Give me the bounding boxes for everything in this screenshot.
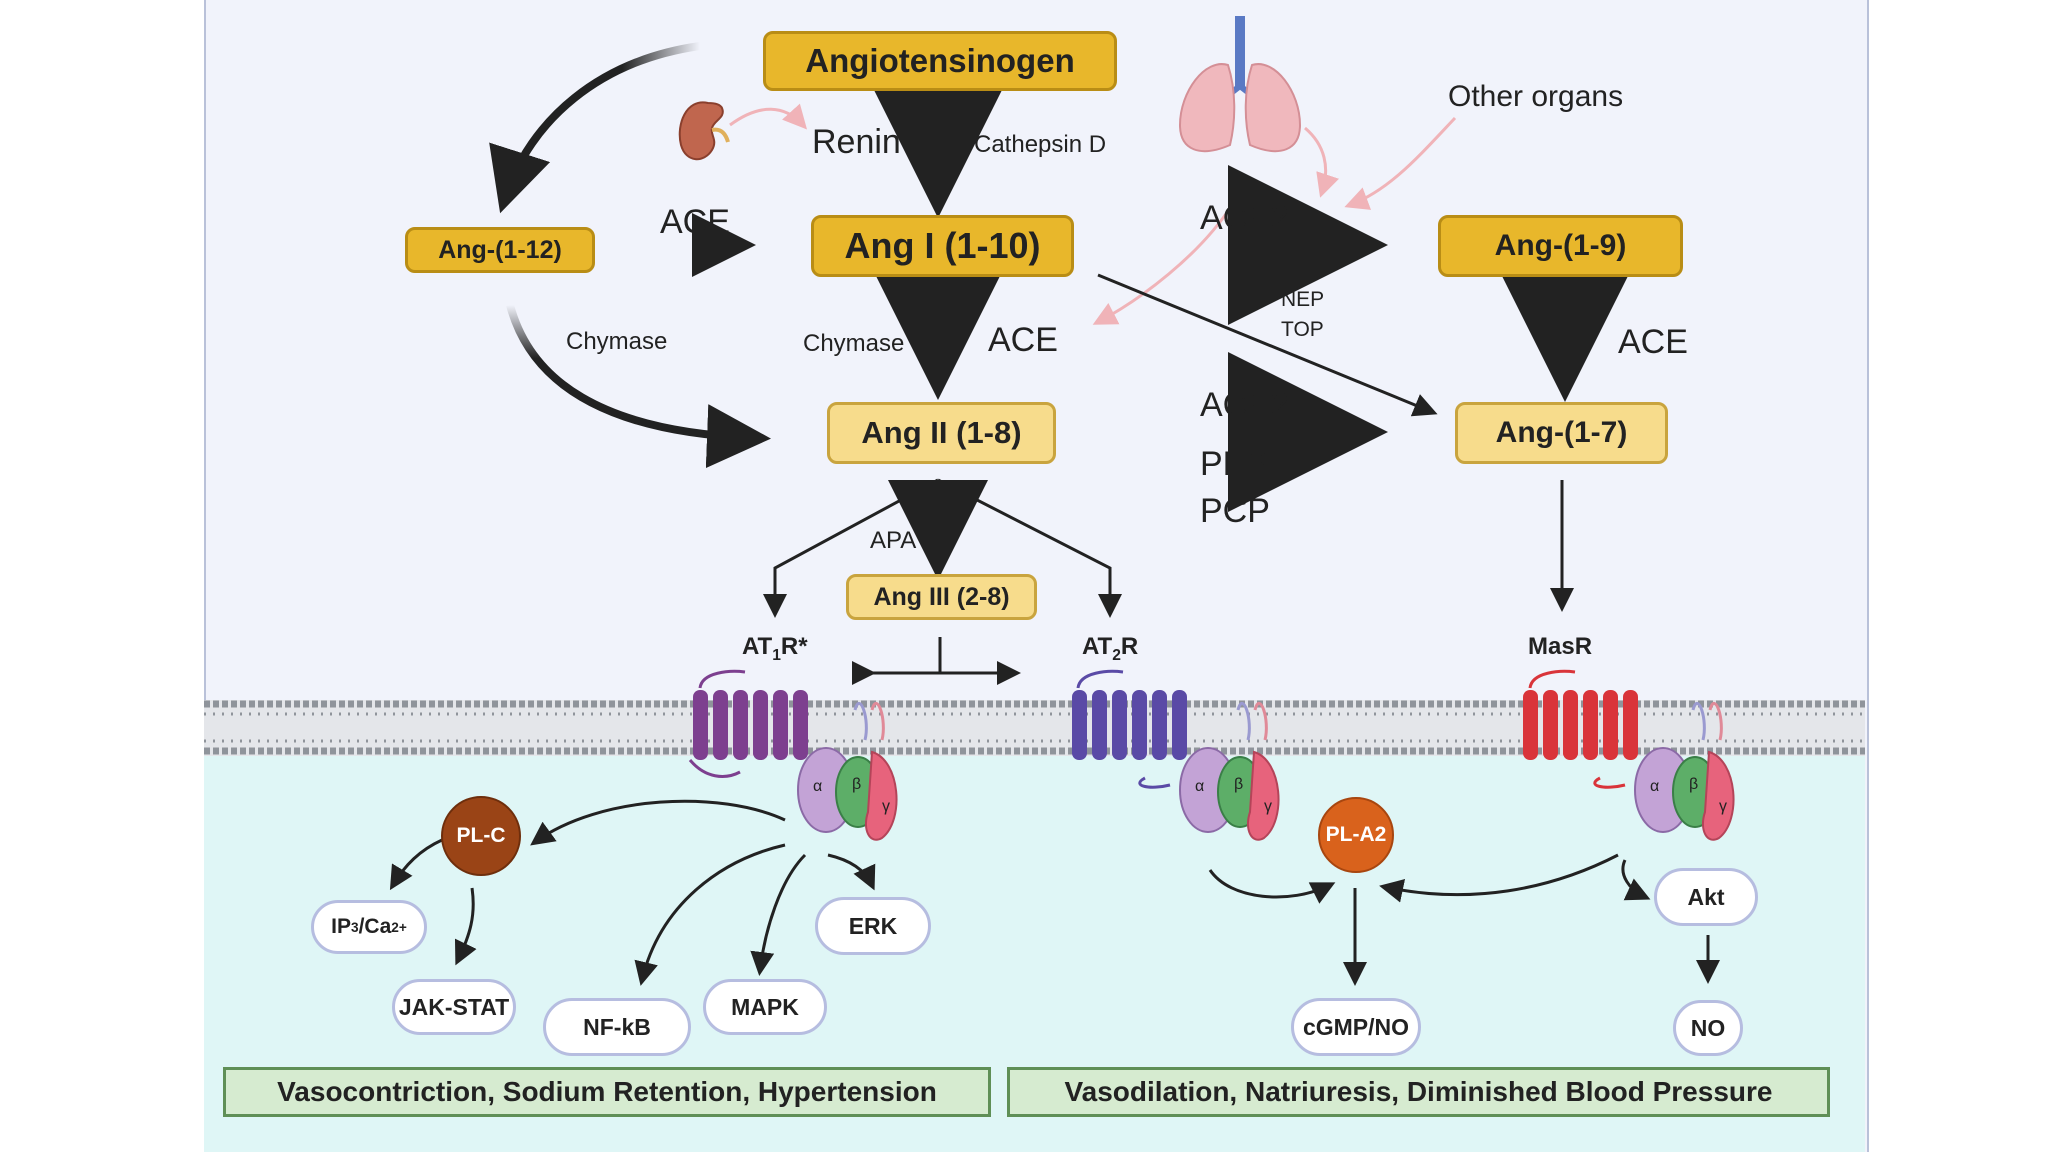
ang1-to-ang17-arrow: [1097, 273, 1438, 417]
masr-label: MasR: [1528, 633, 1593, 660]
ang-1-9-label: Ang-(1-9): [1494, 229, 1627, 262]
jak-stat-node: JAK-STAT: [392, 979, 516, 1035]
gprotein-to-mapk-arrow: [750, 853, 807, 976]
chymase-label-left: Chymase: [566, 328, 668, 355]
renin-label: Renin: [812, 123, 901, 161]
angiotensinogen-label: Angiotensinogen: [805, 42, 1075, 79]
at2r-gprotein-to-pla2-arrow: [1208, 869, 1336, 904]
outcome-left: Vasocontriction, Sodium Retention, Hyper…: [223, 1067, 991, 1117]
erk-node: ERK: [815, 897, 931, 955]
ace-label-mid: ACE: [988, 321, 1058, 359]
ang-1-9-box: Ang-(1-9): [1438, 215, 1683, 277]
angiotensinogen-box: Angiotensinogen: [763, 31, 1117, 91]
nfkb-node: NF-kB: [543, 998, 691, 1056]
ang-1-7-box: Ang-(1-7): [1455, 402, 1668, 464]
pcp-label: PCP: [1200, 492, 1270, 530]
masr-receptor: [1523, 669, 1638, 789]
ang2-to-at1r-arrow: [763, 478, 939, 618]
g1-beta-label: β: [852, 776, 862, 793]
g3-alpha-label: α: [1650, 778, 1660, 795]
ang-1-12-label: Ang-(1-12): [438, 235, 562, 264]
ang-i-box: Ang I (1-10): [811, 215, 1074, 277]
akt-label: Akt: [1687, 883, 1725, 910]
g2-gamma-label: γ: [1264, 798, 1272, 815]
jak-stat-label: JAK-STAT: [398, 993, 510, 1020]
ace2-label-bottom: ACE2: [1200, 386, 1289, 424]
g2-alpha-label: α: [1195, 778, 1205, 795]
at2r-label: AT2R: [1082, 633, 1139, 664]
kidney-icon: [678, 101, 730, 161]
mapk-label: MAPK: [731, 993, 799, 1020]
apa-label: APA: [870, 527, 917, 554]
chymase-ang112-to-ang2-arrow: [506, 303, 771, 469]
cgmp-no-label: cGMP/NO: [1302, 1013, 1410, 1040]
other-organs-arrow: [1344, 116, 1457, 210]
ang-iii-box: Ang III (2-8): [846, 574, 1037, 620]
cathepsin-d-label: Cathepsin D: [974, 131, 1107, 158]
plc-node: PL-C: [441, 796, 521, 876]
gprotein-to-plc-arrow: [530, 799, 786, 846]
other-organs-label: Other organs: [1448, 80, 1624, 113]
g-protein-1: [797, 701, 898, 841]
gprotein-to-erk-arrow: [827, 853, 876, 891]
plc-to-jakstat-arrow: [454, 887, 477, 966]
at2r-receptor: [1072, 669, 1187, 789]
ace-label-top: ACE: [660, 203, 730, 241]
pla2-node: PL-A2: [1318, 797, 1394, 873]
ang-i-label: Ang I (1-10): [844, 225, 1041, 266]
ang-ii-label: Ang II (1-8): [861, 415, 1022, 450]
outcome-right: Vasodilation, Natriuresis, Diminished Bl…: [1007, 1067, 1830, 1117]
masr-gprotein-to-pla2-arrow: [1379, 853, 1619, 903]
ace-label-right: ACE: [1618, 323, 1688, 361]
outcome-right-label: Vasodilation, Natriuresis, Diminished Bl…: [1064, 1076, 1773, 1107]
plc-to-ip3-arrow: [389, 838, 443, 891]
pep-label: PEP: [1200, 445, 1269, 483]
akt-node: Akt: [1654, 868, 1758, 926]
gprotein-to-nfkb-arrow: [634, 843, 786, 986]
no-node: NO: [1673, 1000, 1743, 1056]
lungs-icon: [1178, 16, 1302, 153]
ang2-to-at2r-arrow: [937, 478, 1122, 618]
ang-1-7-label: Ang-(1-7): [1495, 416, 1628, 449]
no-label: NO: [1690, 1014, 1726, 1041]
top-label: TOP: [1281, 318, 1324, 341]
nep-label: NEP: [1281, 288, 1325, 311]
g3-gamma-label: γ: [1719, 798, 1727, 815]
chymase-label-mid: Chymase: [803, 330, 905, 357]
pla2-label: PL-A2: [1325, 823, 1387, 846]
cgmp-no-node: cGMP/NO: [1291, 998, 1421, 1056]
ace2-label-top: ACE2: [1200, 199, 1289, 237]
mapk-node: MAPK: [703, 979, 827, 1035]
g1-alpha-label: α: [813, 778, 823, 795]
erk-label: ERK: [848, 912, 898, 939]
nfkb-label: NF-kB: [583, 1013, 651, 1040]
plc-label: PL-C: [456, 824, 506, 847]
ang-ii-box: Ang II (1-8): [827, 402, 1056, 464]
g2-beta-label: β: [1234, 776, 1244, 793]
g1-gamma-label: γ: [882, 798, 890, 815]
at1r-receptor: [688, 669, 808, 778]
ang-iii-label: Ang III (2-8): [873, 582, 1010, 611]
angiotensinogen-to-ang112-arrow: [489, 42, 701, 214]
kidney-to-renin-arrow: [729, 103, 808, 130]
g-protein-2: [1179, 701, 1280, 841]
lungs-to-ace-arrow: [1092, 204, 1234, 325]
lungs-to-ace2-arrow: [1304, 126, 1340, 198]
ang-1-12-box: Ang-(1-12): [405, 227, 595, 273]
at1r-label: AT1R*: [742, 633, 808, 664]
masr-gprotein-to-akt-arrow: [1621, 859, 1651, 901]
g-protein-3: [1634, 701, 1735, 841]
outcome-left-label: Vasocontriction, Sodium Retention, Hyper…: [277, 1076, 937, 1107]
g3-beta-label: β: [1689, 776, 1699, 793]
